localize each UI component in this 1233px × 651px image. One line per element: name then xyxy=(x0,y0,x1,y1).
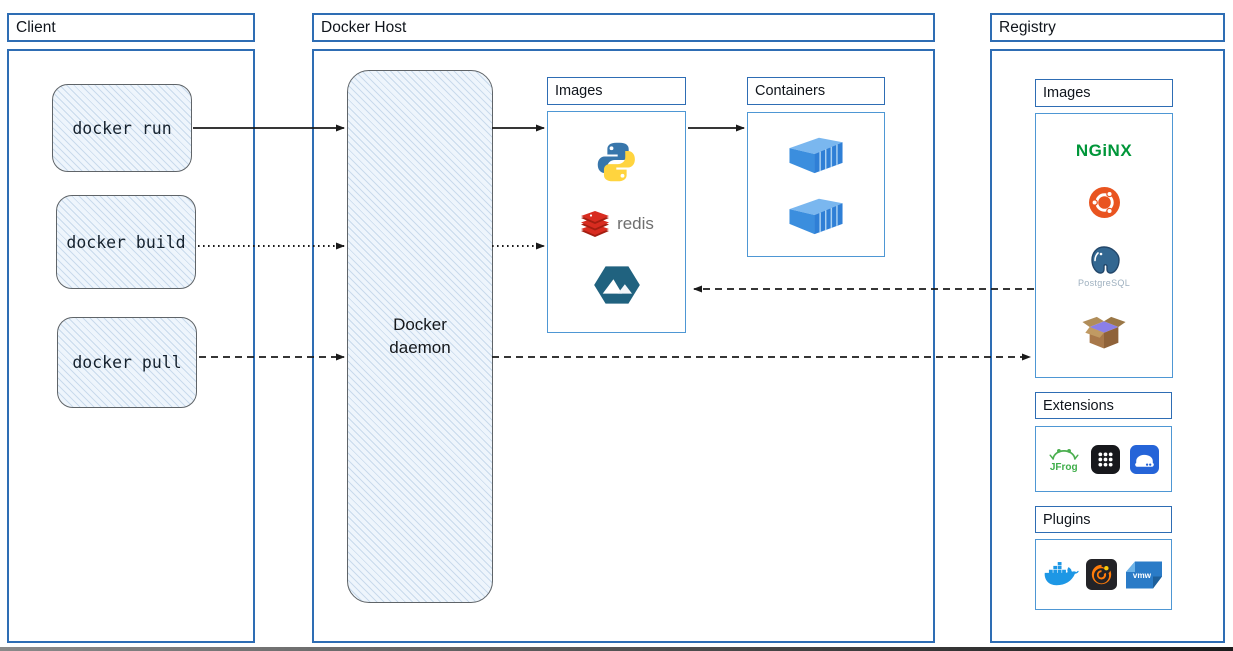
host-images-title-box: Images xyxy=(547,77,686,105)
screenshot-bottom-edge xyxy=(0,647,1233,651)
nginx-icon: NGiNX xyxy=(1075,141,1133,161)
client-title: Client xyxy=(16,18,56,36)
docker-daemon-box: Docker daemon xyxy=(347,70,493,603)
jfrog-icon xyxy=(1049,448,1079,460)
docker-run-command-box: docker run xyxy=(52,84,192,172)
container-icon xyxy=(789,137,843,174)
postgresql-icon xyxy=(1091,245,1120,274)
ubuntu-icon xyxy=(1088,187,1120,219)
docker-pull-command-box: docker pull xyxy=(57,317,197,408)
busybox-icon xyxy=(1082,316,1126,349)
vmware-icon: vmw xyxy=(1125,561,1162,588)
redis-image-item: redis xyxy=(579,210,654,238)
docker-run-label: docker run xyxy=(72,118,172,138)
extensions-icon-list: JFrog xyxy=(1037,428,1170,490)
registry-title: Registry xyxy=(999,18,1056,36)
redis-label: redis xyxy=(617,214,654,233)
postgresql-label: PostgreSQL xyxy=(1077,277,1131,288)
docker-build-command-box: docker build xyxy=(56,195,196,289)
alpine-icon xyxy=(593,265,640,304)
plugins-icon-list: vmw xyxy=(1037,541,1170,608)
containers-title-box: Containers xyxy=(747,77,885,105)
extensions-title-box: Extensions xyxy=(1035,392,1172,419)
docker-host-title-box: Docker Host xyxy=(312,13,935,42)
grafana-icon xyxy=(1086,559,1117,590)
docker-daemon-label: Docker daemon xyxy=(389,315,451,357)
python-icon xyxy=(597,142,635,181)
redis-icon xyxy=(581,211,610,237)
containers-title: Containers xyxy=(755,83,826,99)
registry-title-box: Registry xyxy=(990,13,1225,42)
host-images-title: Images xyxy=(555,83,603,99)
app-grid-icon xyxy=(1090,444,1120,474)
postgresql-item: PostgreSQL xyxy=(1078,245,1130,288)
jfrog-label: JFrog xyxy=(1049,461,1078,473)
jfrog-item: JFrog xyxy=(1048,446,1080,473)
disk-cache-icon xyxy=(1130,444,1160,474)
docker-host-title: Docker Host xyxy=(321,18,407,36)
extensions-title: Extensions xyxy=(1043,397,1114,414)
host-images-icon-list: redis xyxy=(549,113,684,331)
docker-whale-icon xyxy=(1044,562,1079,586)
plugins-title-box: Plugins xyxy=(1035,506,1172,533)
plugins-title: Plugins xyxy=(1043,511,1091,528)
client-title-box: Client xyxy=(7,13,255,42)
registry-images-title: Images xyxy=(1043,85,1091,101)
container-icon xyxy=(789,198,843,235)
containers-icon-list xyxy=(749,114,883,255)
docker-build-label: docker build xyxy=(66,232,186,252)
registry-images-title-box: Images xyxy=(1035,79,1173,107)
docker-pull-label: docker pull xyxy=(72,353,182,372)
registry-images-icon-list: NGiNX PostgreSQL xyxy=(1037,115,1171,376)
vmware-label: vmw xyxy=(1132,571,1151,580)
